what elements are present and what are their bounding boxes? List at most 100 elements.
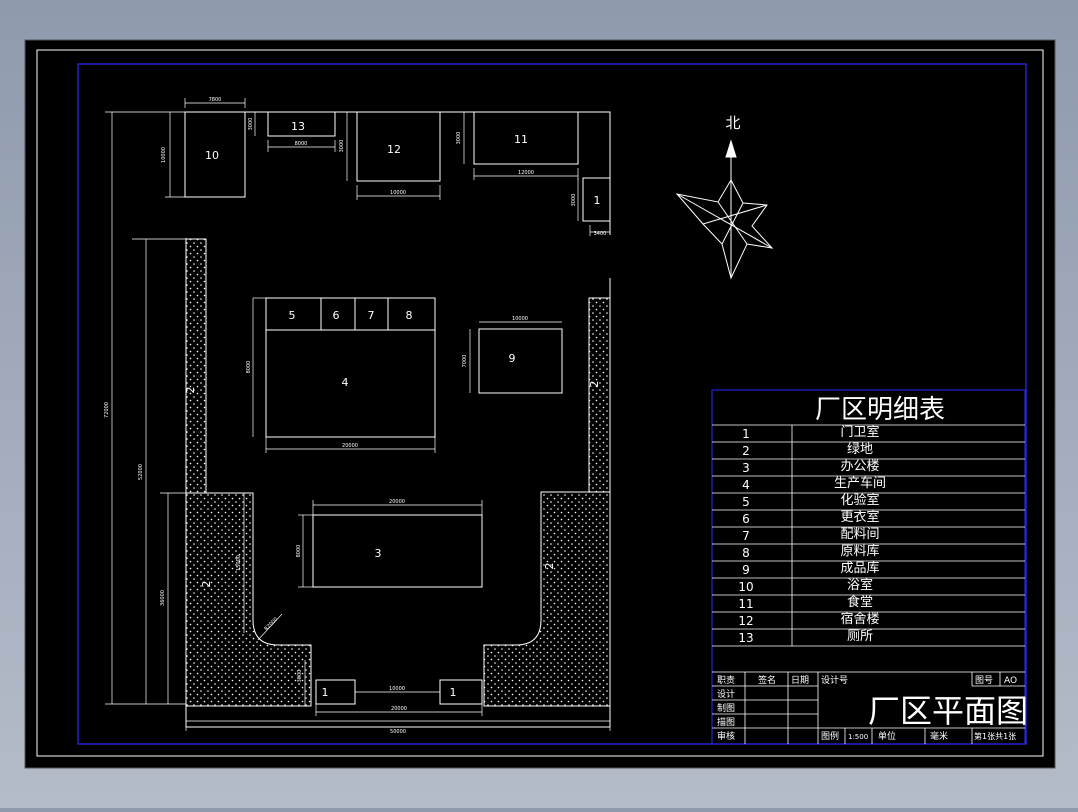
table-row-name: 食堂 <box>847 594 873 610</box>
dim-text: 8000 <box>246 361 252 374</box>
table-row-name: 化验室 <box>840 492 879 508</box>
building-label-9: 9 <box>509 352 516 365</box>
table-row-number: 13 <box>738 631 753 645</box>
tb-drawing-no: AO <box>1004 676 1017 686</box>
dim-text: 12000 <box>518 170 534 176</box>
tb-role-review: 审核 <box>717 730 735 742</box>
north-label: 北 <box>725 114 740 132</box>
table-row-name: 绿地 <box>847 442 873 457</box>
table-row-number: 9 <box>742 563 750 577</box>
dim-text: 8000 <box>295 141 308 147</box>
table-row-name: 门卫室 <box>840 424 879 440</box>
dim-text: 36000 <box>160 590 166 606</box>
table-row-number: 6 <box>742 512 750 526</box>
table-row-number: 10 <box>738 580 753 594</box>
building-10 <box>184 111 246 198</box>
dim-text: 3000 <box>339 140 345 153</box>
tb-unit: 毫米 <box>930 730 948 742</box>
table-row-number: 12 <box>738 614 753 628</box>
tb-design-no: 设计号 <box>821 674 848 686</box>
table-row-number: 5 <box>742 495 750 509</box>
green-area-bottom-left <box>185 492 312 707</box>
building-label-11: 11 <box>514 133 528 146</box>
building-3 <box>312 514 483 588</box>
tb-col-date: 日期 <box>791 675 809 686</box>
tb-col-sign: 签名 <box>758 674 776 686</box>
detail-table-title: 厂区明细表 <box>815 395 945 425</box>
building-9 <box>478 328 563 394</box>
dim-text: 8000 <box>296 545 302 558</box>
building-label-5: 5 <box>289 309 296 322</box>
dim-text: 7000 <box>462 355 468 368</box>
table-row-name: 成品库 <box>840 560 879 576</box>
dim-text: 10000 <box>390 190 406 196</box>
building-12 <box>356 111 441 182</box>
table-row-name: 厕所 <box>847 629 873 644</box>
building-label-6: 6 <box>333 309 340 322</box>
tb-role-draft: 制图 <box>717 702 735 714</box>
table-row-number: 1 <box>742 427 750 441</box>
dim-text: 3000 <box>571 194 577 207</box>
table-row-name: 办公楼 <box>840 459 879 474</box>
dimension-lines <box>105 98 611 731</box>
dim-text: 20000 <box>342 443 358 449</box>
dim-text: 10000 <box>161 147 167 163</box>
table-row-number: 3 <box>742 461 750 475</box>
table-row-name: 浴室 <box>847 577 873 593</box>
green-area-bottom-right <box>483 491 611 707</box>
building-1-north <box>582 177 611 222</box>
dim-text: 52000 <box>138 464 144 480</box>
building-label-8: 8 <box>406 309 413 322</box>
green-label-bottom-right: 2 <box>543 563 556 570</box>
table-row-name: 原料库 <box>840 543 879 559</box>
outer-frame <box>36 49 1044 757</box>
north-compass <box>675 139 774 280</box>
building-label-13: 13 <box>291 120 305 133</box>
dim-text: 50000 <box>390 729 406 735</box>
detail-table-frame <box>711 389 1026 745</box>
building-label-10: 10 <box>205 149 219 162</box>
tb-scale-label: 图例 <box>821 730 839 742</box>
table-row-name: 生产车间 <box>834 475 886 491</box>
table-row-name: 配料间 <box>840 527 879 542</box>
dim-text: 3400 <box>594 231 607 237</box>
building-label-1-gate-right: 1 <box>450 686 457 699</box>
green-area-right-strip <box>588 297 611 493</box>
tb-sheet: 第1张共1张 <box>974 731 1016 741</box>
green-label-bottom-left: 2 <box>200 581 213 588</box>
title-block-texts: 职责 签名 日期 设计号 图号 AO 设计 制图 描图 审核 图例 1:500 … <box>717 674 1017 742</box>
tb-drawing-no-label: 图号 <box>975 675 993 686</box>
dim-text: 72000 <box>104 402 110 418</box>
green-area-left-strip <box>185 238 207 494</box>
dim-text: 15000 <box>236 555 242 571</box>
table-row-number: 7 <box>742 529 750 543</box>
tb-unit-label: 单位 <box>878 730 896 742</box>
dim-text: 3000 <box>456 132 462 145</box>
table-row-name: 宿舍楼 <box>840 611 879 627</box>
tb-role-design: 设计 <box>717 688 735 700</box>
drawing-title: 厂区平面图 <box>868 692 1028 730</box>
building-label-12: 12 <box>387 143 401 156</box>
tb-scale: 1:500 <box>848 733 868 741</box>
green-label-left-strip: 2 <box>184 387 197 394</box>
building-label-4: 4 <box>342 376 349 389</box>
dim-text: 7800 <box>209 97 222 103</box>
title-block <box>712 671 1025 744</box>
table-row-number: 4 <box>742 478 750 492</box>
building-11 <box>473 111 579 165</box>
table-row-name: 更衣室 <box>840 509 879 525</box>
building-labels: 10 13 12 11 1 5 6 7 8 4 9 3 1 1 2 2 2 2 <box>184 120 601 699</box>
building-label-7: 7 <box>368 309 375 322</box>
site-plan <box>105 98 611 731</box>
drawing-border <box>77 63 1027 745</box>
tb-role-trace: 描图 <box>717 716 735 728</box>
dim-text: 3000 <box>248 118 254 131</box>
table-row-number: 11 <box>738 597 753 611</box>
dim-text: 20000 <box>389 499 405 505</box>
table-row-number: 2 <box>742 444 750 458</box>
dim-text: 20000 <box>391 706 407 712</box>
building-label-1-north: 1 <box>594 194 601 207</box>
